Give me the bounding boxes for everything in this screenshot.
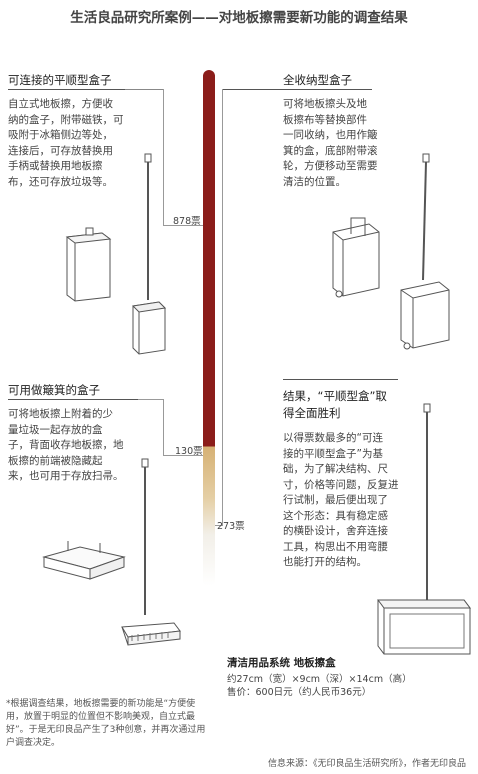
text-line: 可将地板擦上附着的少 <box>8 408 113 420</box>
text-line: 可将地板擦头及地 <box>283 98 367 110</box>
text-line: 箕的盒，底部附带滚 <box>283 144 378 157</box>
text-line: 轮，方便移动至需要 <box>283 160 378 172</box>
text-line: 布，还可存放垃圾等。 <box>8 175 113 188</box>
dustpan-votes: 130票 <box>175 446 203 457</box>
connectable-leader-h <box>163 225 203 226</box>
text-line: 户调查决定。 <box>6 738 61 748</box>
final-product-illustration <box>377 403 471 655</box>
connectable-box-illustration <box>65 227 112 302</box>
connectable-rule <box>8 89 125 90</box>
dustpan-mop-illustration <box>121 458 181 646</box>
text-line: 一同收纳，也用作簸 <box>283 129 378 141</box>
connectable-description: 自立式地板擦，方便收 纳的盒子，附带磁铁，可 吸附于冰箱侧边等处， 连接后，可存… <box>8 97 168 190</box>
text-line: 的横卧设计，舍弃连接 <box>283 525 388 537</box>
connectable-leader-v <box>163 89 164 225</box>
source-credit: 信息来源：《无印良品生活研究所》，作者无印良品 <box>267 759 466 769</box>
all-storage-rule <box>222 89 372 90</box>
result-description: 以得票数最多的“可连 接的平顺型盒子”为基 础，为了解决结构、尺 寸，价格等问题… <box>283 431 458 571</box>
dustpan-leader-h <box>163 455 203 456</box>
text-line: 自立式地板擦，方便收 <box>8 98 113 110</box>
all-storage-description: 可将地板擦头及地 板擦布等替换部件 一同收纳，也用作簸 箕的盒，底部附带滚 轮，… <box>283 97 453 190</box>
page-title: 生活良品研究所案例——对地板擦需要新功能的调查结果 <box>70 10 408 26</box>
text-line: 结果，“平顺型盒”取 <box>283 389 387 403</box>
product-name: 清洁用品系统 地板擦盒 <box>227 657 336 669</box>
text-line: 子，背面收存地板擦，地 <box>8 439 124 451</box>
product-price: 售价：600日元（约人民币36元） <box>227 687 372 698</box>
all-storage-mop-illustration <box>400 153 450 350</box>
text-line: 量垃圾一起存放的盒 <box>8 423 103 436</box>
text-line: *根据调查结果，地板擦需要的新功能是“方便使 <box>6 699 196 709</box>
dustpan-leader-v <box>163 399 164 455</box>
text-line: 这个形态：具有稳定感 <box>283 509 388 522</box>
footnote: *根据调查结果，地板擦需要的新功能是“方便使 用，放置于明显的位置但不影响美观，… <box>6 698 231 750</box>
all-storage-leader-v <box>222 89 223 525</box>
result-heading: 结果，“平顺型盒”取 得全面胜利 <box>283 388 387 422</box>
connectable-votes: 878票 <box>173 216 201 227</box>
dustpan-heading: 可用做簸箕的盒子 <box>8 383 100 397</box>
dustpan-description: 可将地板擦上附着的少 量垃圾一起存放的盒 子，背面收存地板擦，地 板擦的前端被隐… <box>8 407 168 485</box>
text-line: 以得票数最多的“可连 <box>283 432 383 444</box>
text-line: 纳的盒子，附带磁铁，可 <box>8 113 124 126</box>
dustpan-rule <box>8 399 138 400</box>
dustpan-box-illustration <box>42 541 126 580</box>
all-storage-votes: 273票 <box>217 521 245 532</box>
text-line: 寸，价格等问题，反复进 <box>283 478 399 491</box>
connectable-mop-illustration <box>131 153 167 355</box>
all-storage-box-illustration <box>332 217 380 298</box>
text-line: 清洁的位置。 <box>283 175 346 188</box>
all-storage-heading: 全收纳型盒子 <box>283 73 352 87</box>
vote-bar <box>203 70 215 586</box>
text-line: 来，也可用于存放扫帚。 <box>8 470 124 482</box>
product-size: 约27cm（宽）×9cm（深）×14cm（高） <box>227 674 412 685</box>
text-line: 用，放置于明显的位置但不影响美观，自立式最 <box>6 712 196 722</box>
result-rule <box>283 379 398 380</box>
text-line: 好”。于是无印良品产生了3种创意，并再次通过用 <box>6 725 206 735</box>
text-line: 工具，构思出不用弯腰 <box>283 540 388 553</box>
text-line: 板擦的前端被隐藏起 <box>8 454 103 467</box>
all-storage-leader-h <box>215 525 223 526</box>
text-line: 得全面胜利 <box>283 406 341 420</box>
text-line: 板擦布等替换部件 <box>283 113 367 126</box>
text-line: 吸附于冰箱侧边等处， <box>8 129 113 141</box>
dustpan-leader <box>138 399 164 400</box>
text-line: 础，为了解决结构、尺 <box>283 463 388 475</box>
text-line: 也能打开的结构。 <box>283 556 367 568</box>
text-line: 接的平顺型盒子”为基 <box>283 447 383 460</box>
connectable-leader <box>125 89 163 90</box>
text-line: 行试制，最后便出现了 <box>283 494 388 506</box>
connectable-heading: 可连接的平顺型盒子 <box>8 73 112 87</box>
text-line: 连接后，可存放替换用 <box>8 144 113 157</box>
text-line: 手柄或替换用地板擦 <box>8 160 103 172</box>
